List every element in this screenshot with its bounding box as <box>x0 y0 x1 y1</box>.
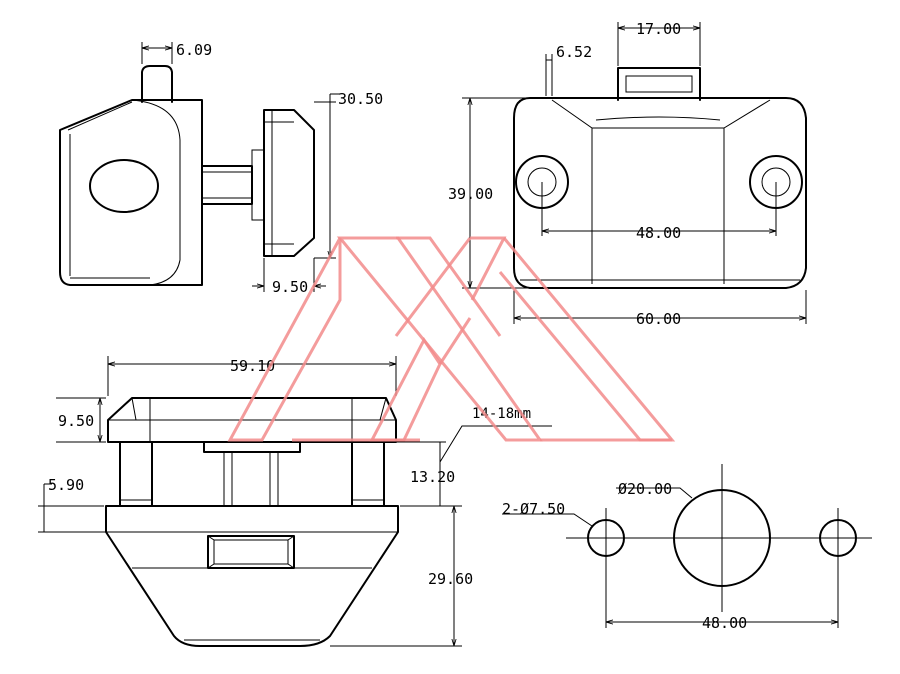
dim-top-tab-width: 17.00 <box>636 20 681 38</box>
dim-side-depth: 9.50 <box>272 278 308 296</box>
front-view: 59.10 9.50 14-18mm 13.20 5.90 29.60 <box>38 356 552 647</box>
dim-front-flange: 9.50 <box>58 412 94 430</box>
watermark-logo <box>227 236 676 442</box>
dim-cutout-small-holes: 2-Ø7.50 <box>502 500 565 518</box>
dim-top-width: 60.00 <box>636 310 681 328</box>
dim-cutout-spacing: 48.00 <box>702 614 747 632</box>
panel-cutout: Ø20.00 2-Ø7.50 48.00 <box>502 464 872 632</box>
dim-top-height: 39.00 <box>448 185 493 203</box>
dim-top-tab-offset: 6.52 <box>556 43 592 61</box>
dim-side-height: 30.50 <box>338 90 383 108</box>
side-view: 6.09 30.50 9.50 <box>59 41 383 296</box>
top-view: 17.00 6.52 39.00 48.00 60.00 <box>448 20 807 328</box>
dim-cutout-big-dia: Ø20.00 <box>618 480 672 498</box>
dim-front-gap: 13.20 <box>410 468 455 486</box>
dim-front-width: 59.10 <box>230 357 275 375</box>
dim-front-lip: 5.90 <box>48 476 84 494</box>
dim-side-tip-width: 6.09 <box>176 41 212 59</box>
dim-top-hole-spacing: 48.00 <box>636 224 681 242</box>
dim-front-body-height: 29.60 <box>428 570 473 588</box>
